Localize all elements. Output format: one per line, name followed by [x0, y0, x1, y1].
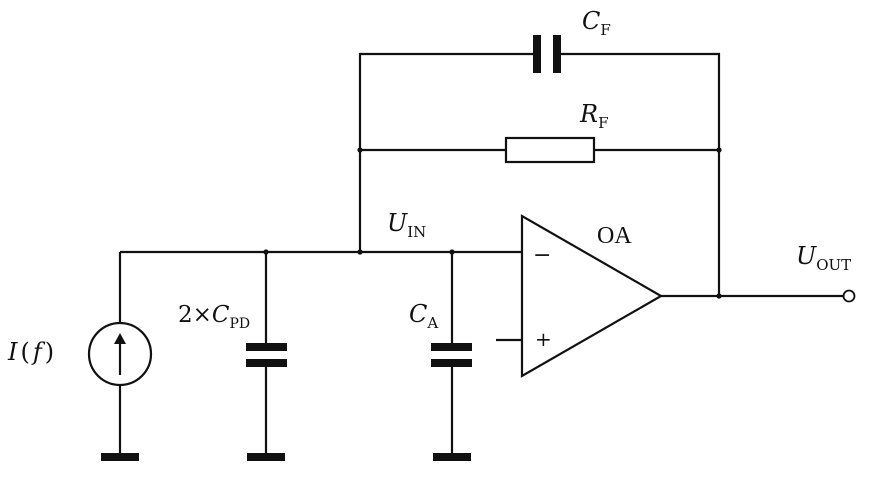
ground-symbol-icon	[101, 453, 139, 461]
current-arrow-head-icon	[114, 333, 126, 344]
junction-dot	[357, 147, 363, 153]
capacitor-plate	[431, 359, 472, 367]
capacitor-plate	[553, 35, 561, 73]
op-amp-triangle	[520, 214, 664, 378]
ground-symbol-icon	[247, 453, 285, 461]
label-uin: UIN	[387, 209, 426, 241]
op-amp: − +	[520, 214, 664, 378]
junction-dot	[716, 293, 722, 299]
inverting-input-sign: −	[533, 243, 551, 268]
junction-dot	[449, 249, 455, 255]
junction-dot	[716, 147, 722, 153]
capacitor-cf	[533, 35, 561, 73]
junction-dot	[357, 249, 363, 255]
current-source	[87, 321, 153, 387]
resistor-rf	[504, 136, 596, 164]
capacitor-plate	[246, 343, 287, 351]
output-terminal	[842, 289, 856, 303]
wire-cf-right	[561, 52, 721, 296]
ground-symbol-icon	[433, 453, 471, 461]
capacitor-plate	[246, 359, 287, 367]
label-cf: CF	[582, 7, 611, 39]
label-cpd: 2×CPD	[178, 302, 250, 332]
label-uout: UOUT	[796, 242, 851, 274]
label-rf: RF	[579, 100, 609, 132]
label-current-source: I(f)	[7, 338, 54, 366]
grounds	[101, 453, 471, 461]
wire-cf-left	[358, 52, 533, 252]
capacitor-plate	[533, 35, 541, 73]
capacitor-plate	[431, 343, 472, 351]
label-op-amp: OA	[597, 223, 632, 249]
capacitor-ca	[431, 343, 472, 367]
noninverting-input-sign: +	[535, 327, 552, 351]
wires	[118, 52, 844, 455]
capacitor-cpd	[246, 343, 287, 367]
label-ca: CA	[409, 300, 438, 332]
junctions	[263, 147, 722, 299]
junction-dot	[263, 249, 269, 255]
